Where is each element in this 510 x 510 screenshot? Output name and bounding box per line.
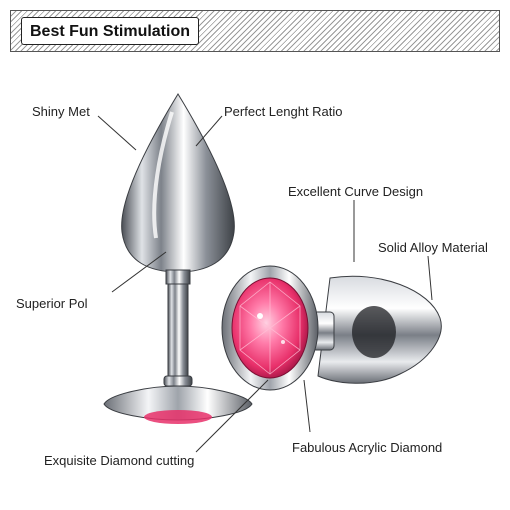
banner-title: Best Fun Stimulation [21, 17, 199, 45]
base-gem-peek [144, 410, 212, 424]
leader-shiny [97, 115, 137, 151]
label-shiny: Shiny Met [32, 104, 90, 119]
label-ratio: Perfect Lenght Ratio [224, 104, 343, 119]
leader-alloy [427, 255, 433, 301]
leader-lines [97, 115, 433, 453]
bulb-highlight [152, 111, 174, 239]
label-acrylic: Fabulous Acrylic Diamond [292, 440, 443, 455]
label-curve: Excellent Curve Design [288, 184, 424, 199]
label-diamond-cut: Exquisite Diamond cutting [44, 453, 195, 468]
lying-plug-shadow [352, 306, 396, 358]
plug-neck [165, 269, 191, 285]
leader-superior [111, 251, 167, 293]
leader-ratio [195, 115, 223, 147]
label-alloy: Solid Alloy Material [378, 240, 488, 255]
gem-sparkle [281, 340, 285, 344]
header-banner: Best Fun Stimulation [10, 10, 500, 52]
stem-collar [163, 375, 193, 387]
label-superior: Superior Pol [16, 296, 88, 311]
gem-facets [239, 281, 301, 375]
gem-sparkle [257, 313, 263, 319]
leader-acrylic [303, 379, 311, 433]
plug-stem [167, 283, 189, 381]
leader-diamond-cut [195, 379, 269, 453]
